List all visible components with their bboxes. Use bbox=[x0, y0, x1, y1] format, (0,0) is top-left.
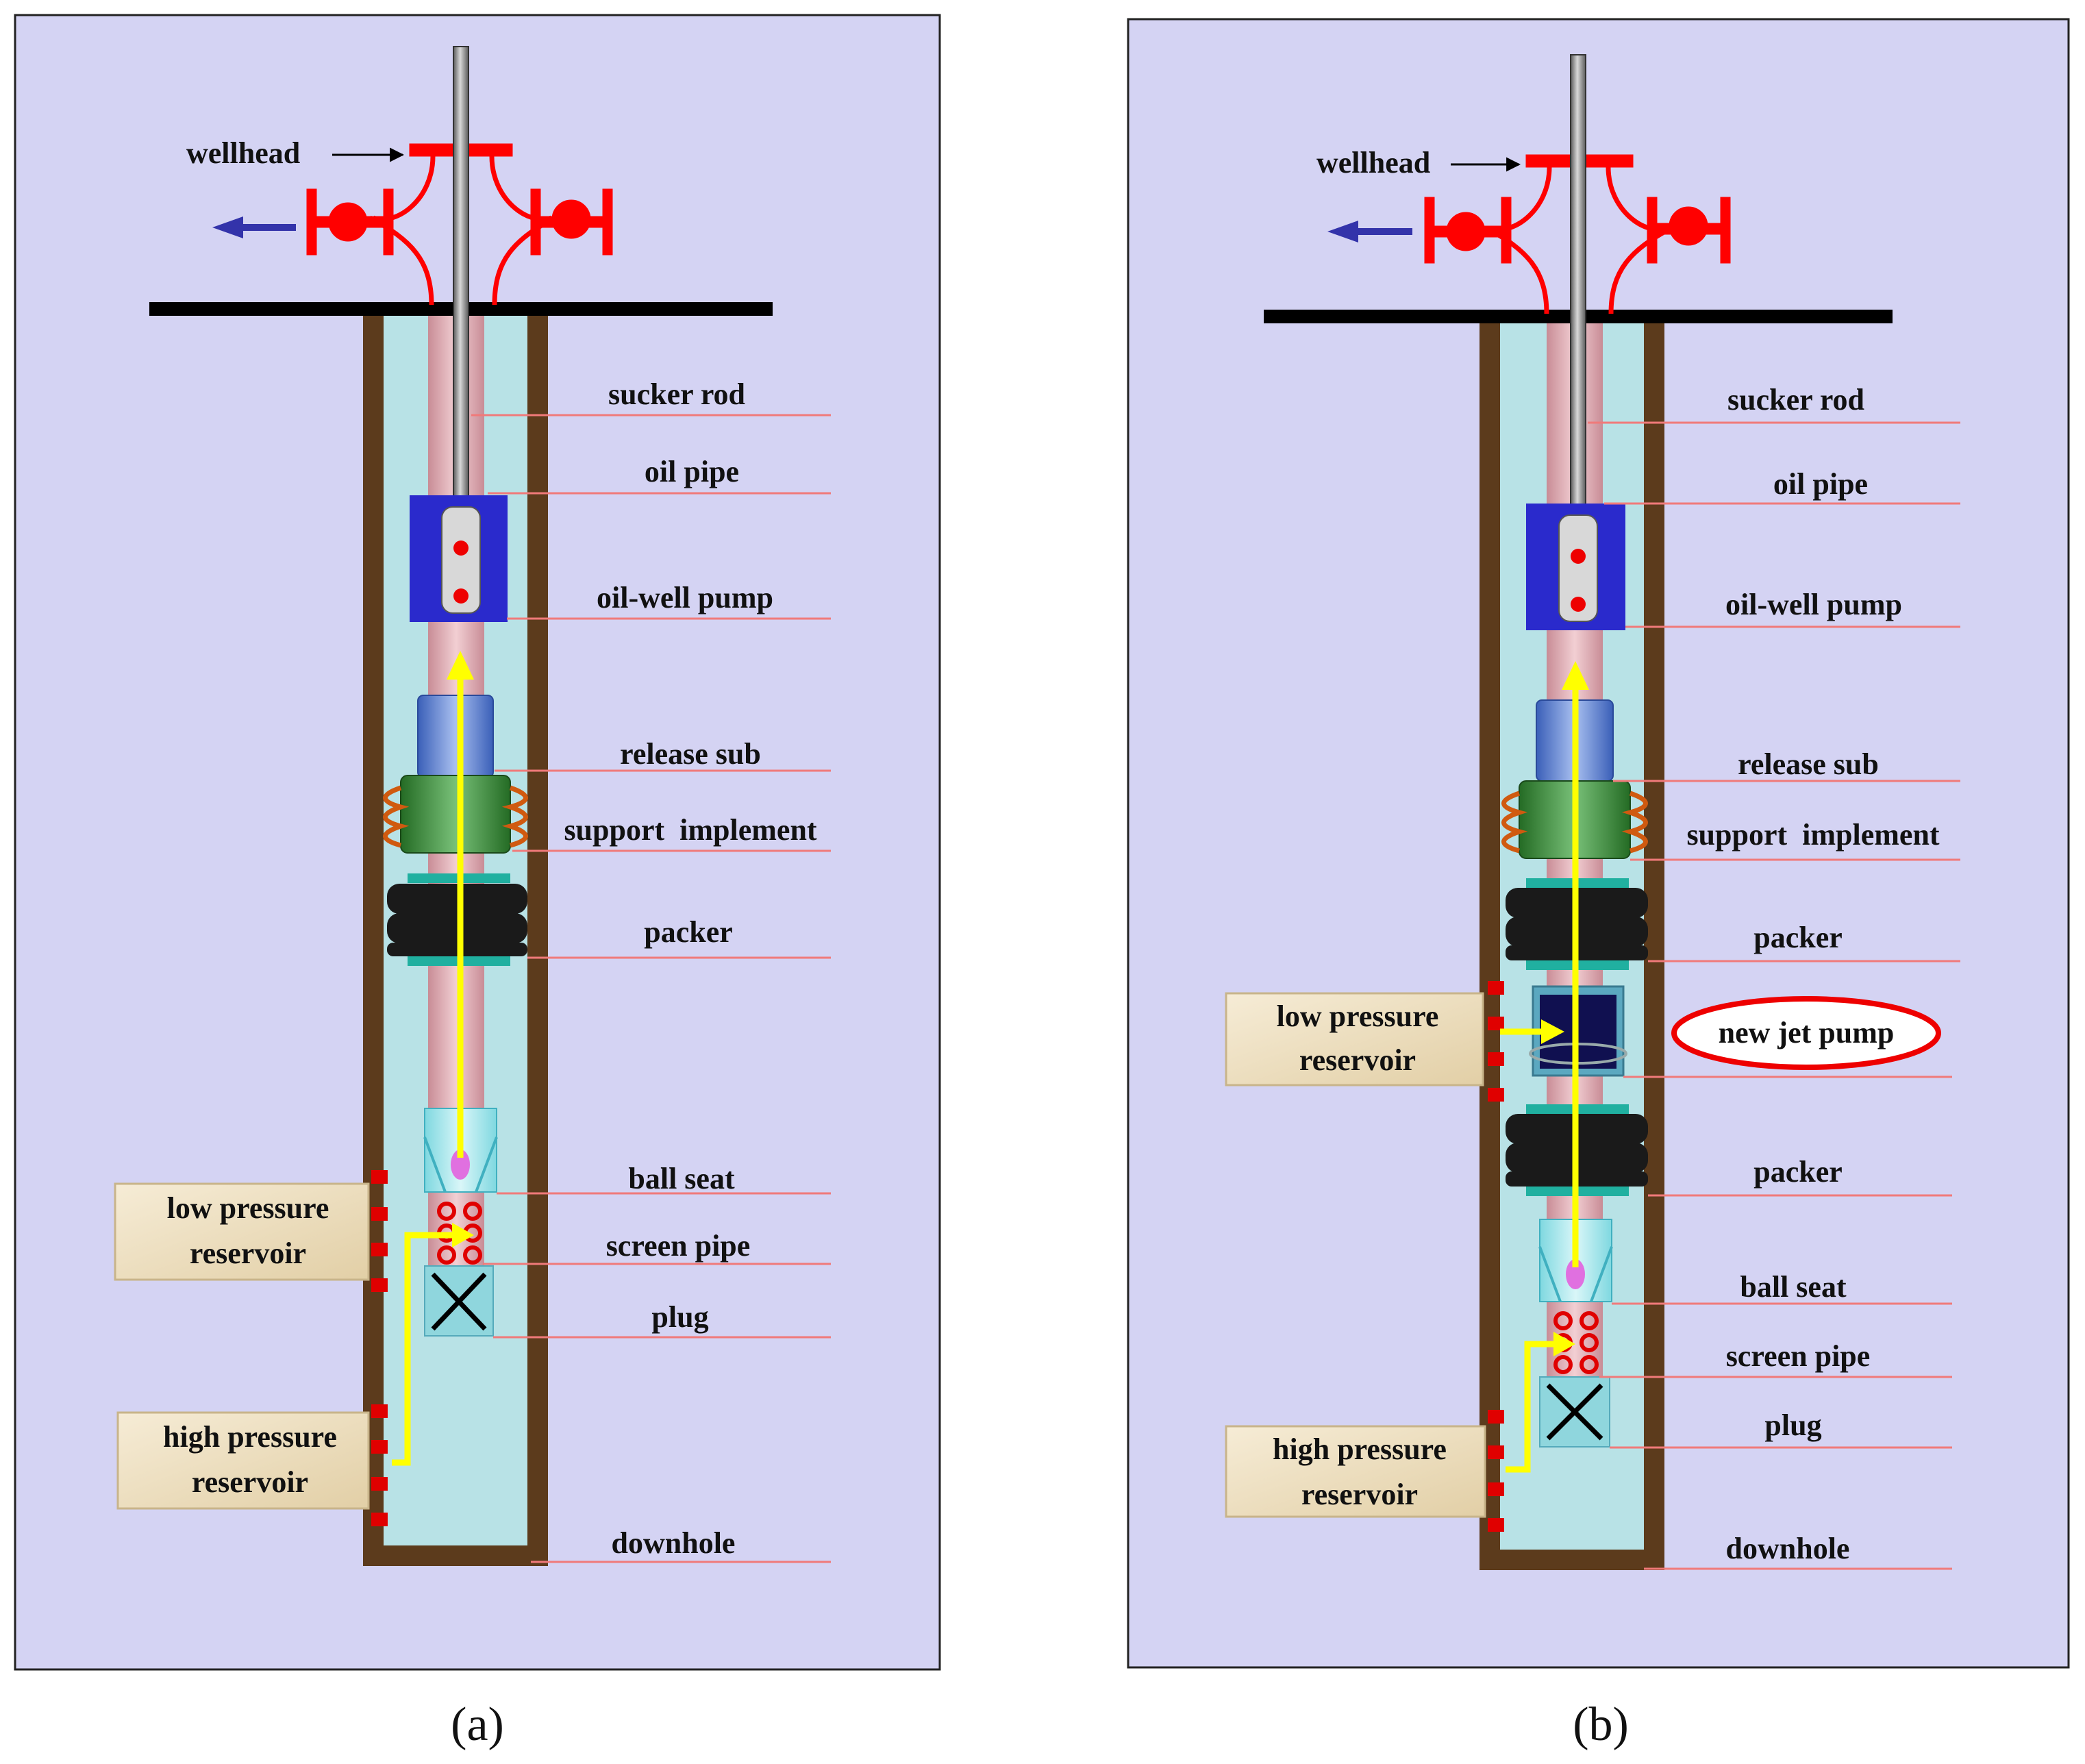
sucker-rod bbox=[1570, 54, 1586, 528]
flow-arrowhead bbox=[1541, 1019, 1564, 1044]
reservoir-label-line: reservoir bbox=[190, 1237, 306, 1270]
label-support-implement: support implement bbox=[1686, 818, 1939, 852]
label-oil-pipe: oil pipe bbox=[645, 455, 739, 488]
caption-a: (a) bbox=[451, 1698, 504, 1751]
label-plug: plug bbox=[651, 1300, 708, 1334]
label-oil-well-pump: oil-well pump bbox=[1725, 588, 1902, 621]
label-leaders bbox=[1588, 421, 1960, 1570]
label-oil-pipe: oil pipe bbox=[1773, 467, 1868, 501]
perforations-low bbox=[1488, 981, 1504, 1102]
panel-a: low pressure reservoir high pressure res… bbox=[14, 14, 941, 1671]
label-packer-upper: packer bbox=[1753, 921, 1843, 954]
oil-well-pump bbox=[410, 495, 508, 622]
reservoir-label-line: high pressure bbox=[163, 1420, 337, 1454]
label-packer: packer bbox=[644, 915, 733, 949]
label-sucker-rod: sucker rod bbox=[1727, 383, 1864, 417]
plug bbox=[1539, 1376, 1610, 1448]
label-new-jet-pump: new jet pump bbox=[1719, 1016, 1895, 1049]
label-release-sub: release sub bbox=[620, 737, 761, 771]
high-pressure-reservoir: high pressure reservoir bbox=[1225, 1425, 1486, 1518]
label-release-sub: release sub bbox=[1738, 747, 1879, 781]
wellhead bbox=[306, 143, 613, 306]
reservoir-label-line: reservoir bbox=[1301, 1478, 1418, 1511]
discharge-arrow bbox=[212, 216, 296, 238]
low-pressure-reservoir: low pressure reservoir bbox=[1225, 992, 1484, 1086]
label-leaders bbox=[471, 414, 831, 1563]
label-support-implement: support implement bbox=[564, 813, 816, 847]
wellhead bbox=[1424, 154, 1731, 314]
label-ball-seat: ball seat bbox=[1740, 1270, 1847, 1304]
low-pressure-reservoir: low pressure reservoir bbox=[114, 1182, 370, 1281]
plug bbox=[424, 1265, 494, 1337]
flow-arrow bbox=[392, 668, 464, 1466]
label-screen-pipe: screen pipe bbox=[606, 1229, 751, 1263]
flow-arrowhead bbox=[452, 1223, 474, 1247]
caption-b: (b) bbox=[1573, 1698, 1629, 1751]
flow-arrowhead bbox=[1562, 661, 1589, 690]
panel-b: low pressure reservoir high pressure res… bbox=[1127, 18, 2070, 1669]
flow-arrow bbox=[1500, 678, 1579, 1473]
release-sub bbox=[417, 695, 494, 778]
discharge-arrow bbox=[1327, 221, 1412, 243]
flow-arrowhead bbox=[447, 651, 474, 680]
label-oil-well-pump: oil-well pump bbox=[597, 581, 773, 614]
perforations-high bbox=[1488, 1410, 1504, 1532]
label-plug: plug bbox=[1764, 1408, 1821, 1442]
oil-well-pump bbox=[1526, 504, 1625, 630]
label-wellhead: wellhead bbox=[1316, 146, 1430, 179]
label-ball-seat: ball seat bbox=[628, 1162, 735, 1195]
perforations-high bbox=[371, 1404, 388, 1526]
high-pressure-reservoir: high pressure reservoir bbox=[116, 1411, 370, 1510]
reservoir-label-line: reservoir bbox=[192, 1465, 308, 1499]
label-wellhead: wellhead bbox=[186, 136, 300, 170]
reservoir-label-line: low pressure bbox=[167, 1191, 329, 1225]
flow-arrowhead bbox=[1553, 1332, 1575, 1356]
label-sucker-rod: sucker rod bbox=[608, 377, 745, 411]
label-screen-pipe: screen pipe bbox=[1726, 1339, 1871, 1373]
reservoir-label-line: reservoir bbox=[1299, 1043, 1416, 1077]
reservoir-label-line: high pressure bbox=[1273, 1432, 1447, 1466]
new-jet-pump-highlight bbox=[1671, 996, 1941, 1070]
label-downhole: downhole bbox=[1726, 1532, 1850, 1565]
label-downhole: downhole bbox=[612, 1526, 736, 1560]
sucker-rod bbox=[453, 46, 469, 521]
perforations-low bbox=[371, 1170, 388, 1292]
label-packer-lower: packer bbox=[1753, 1155, 1843, 1189]
support-implement bbox=[383, 775, 528, 854]
reservoir-label-line: low pressure bbox=[1277, 999, 1439, 1033]
